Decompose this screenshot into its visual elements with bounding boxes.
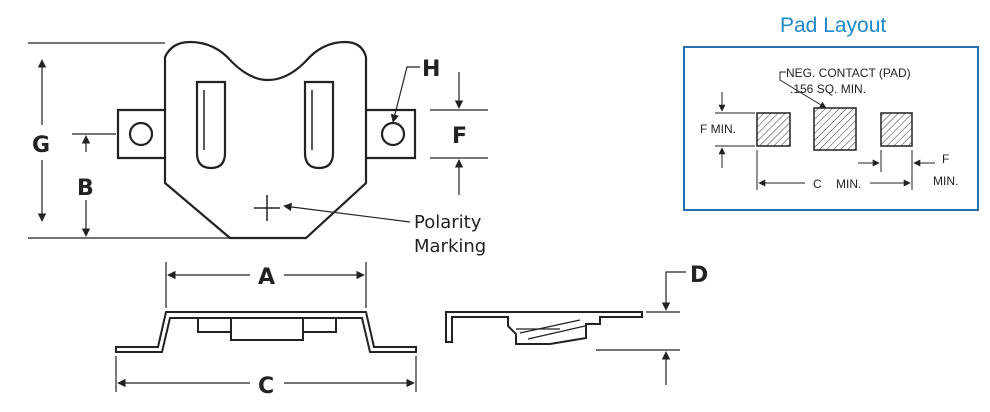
pad-f-min-left: F MIN. (700, 122, 736, 136)
pad-c-min: MIN. (836, 177, 861, 191)
dimension-f (430, 72, 488, 195)
neg-contact-pad (813, 107, 857, 151)
dimension-b (72, 133, 116, 237)
neg-contact-label-line1: NEG. CONTACT (PAD) (786, 66, 911, 80)
label-b: B (77, 176, 94, 201)
holder-body-outline (163, 40, 368, 240)
label-h: H (422, 57, 440, 82)
side-view (445, 311, 643, 345)
pad-f-right: F (942, 152, 949, 166)
neg-contact-label-line2: .156 SQ. MIN. (790, 82, 866, 96)
dimension-g (28, 42, 230, 239)
dimension-c (115, 356, 417, 392)
label-a: A (258, 265, 275, 290)
pad-c-label: C (813, 177, 822, 191)
label-d: D (690, 263, 708, 288)
pad-dim-f-right (858, 150, 935, 172)
pad-layout-title: Pad Layout (780, 14, 886, 37)
pad-layout-frame (683, 46, 979, 211)
polarity-leader (283, 202, 411, 223)
right-tab-hole (380, 121, 406, 147)
right-slot (303, 80, 335, 170)
polarity-label-line1: Polarity (414, 212, 482, 233)
label-f: F (452, 124, 467, 149)
left-slot (195, 80, 227, 170)
pad-right (880, 112, 913, 147)
pad-left (756, 112, 791, 147)
dimension-d (596, 271, 686, 385)
pad-dim-c (756, 150, 913, 190)
top-view (116, 40, 417, 240)
label-g: G (32, 133, 50, 158)
right-tab (366, 108, 417, 160)
left-tab-hole (128, 121, 154, 147)
dimension-a (165, 262, 367, 308)
pad-f-right-min: MIN. (933, 174, 958, 188)
label-c: C (258, 374, 274, 399)
neg-contact-leader (779, 71, 827, 109)
left-tab (116, 108, 165, 160)
dimension-h (390, 66, 420, 123)
front-view (115, 311, 417, 353)
polarity-label-line2: Marking (414, 236, 486, 257)
pad-dim-f-left (715, 92, 755, 168)
